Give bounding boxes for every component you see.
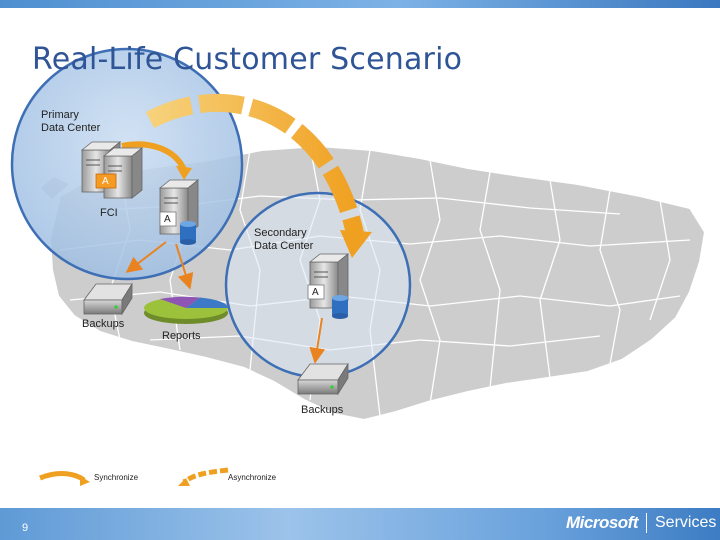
backups-left-label: Backups <box>82 318 125 330</box>
reports-label: Reports <box>162 330 201 342</box>
page-number: 9 <box>22 522 29 534</box>
server-icon <box>102 147 144 199</box>
microsoft-services-logo: Microsoft Services <box>566 510 716 536</box>
to-backups-arrow <box>125 241 167 273</box>
secondary-dc-label: Secondary Data Center <box>254 227 314 252</box>
footer-bar <box>0 508 720 540</box>
sync-arrow <box>121 141 192 180</box>
backup-drive-icon <box>83 282 133 316</box>
database-icon <box>180 221 196 245</box>
tag-a-label: A <box>312 287 319 298</box>
top-accent-bar <box>0 0 720 8</box>
tag-a-icon <box>307 284 325 300</box>
sync-arrow-icon <box>39 471 90 486</box>
database-icon <box>332 295 348 319</box>
primary-dc-label: Primary Data Center <box>41 109 101 134</box>
backups-right-label: Backups <box>301 404 344 416</box>
async-replication-arrow <box>145 93 372 258</box>
legend-sync-label: Synchronize <box>94 473 139 482</box>
slide-title: Real-Life Customer Scenario <box>32 42 463 77</box>
to-reports-arrow <box>175 243 194 290</box>
tag-a-label: A <box>164 214 171 225</box>
tag-a-icon <box>159 211 177 227</box>
logo-divider <box>646 513 647 533</box>
brand-name: Microsoft <box>566 513 639 532</box>
brand-suffix: Services <box>655 514 717 531</box>
to-backups-arrow-secondary <box>309 317 326 364</box>
pie-chart-icon <box>144 296 229 324</box>
async-arrow-icon <box>178 467 229 486</box>
backup-drive-icon <box>297 362 349 396</box>
tag-a-icon <box>95 173 117 189</box>
legend-async-label: Asynchronize <box>228 473 277 482</box>
fci-label: FCI <box>100 207 118 219</box>
tag-a-label: A <box>102 176 109 187</box>
